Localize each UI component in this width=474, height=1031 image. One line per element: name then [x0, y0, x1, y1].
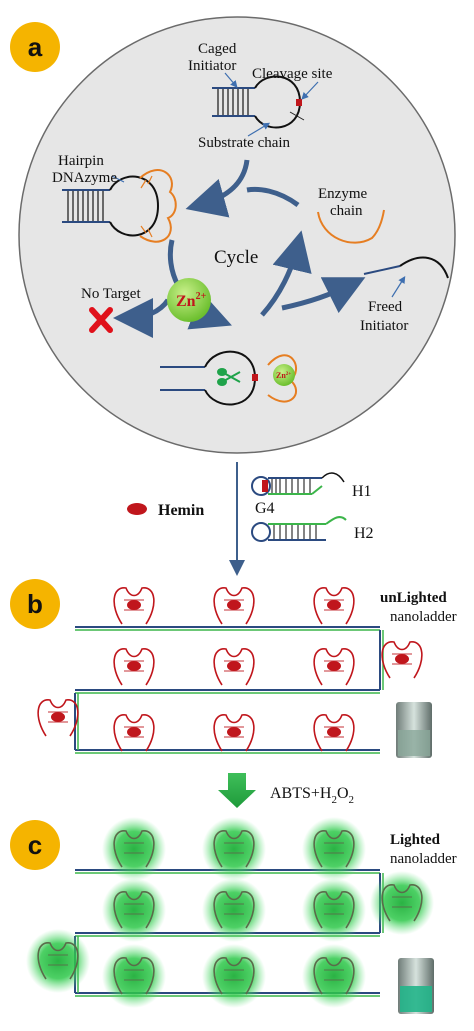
ladder-unit-row1-1: [102, 817, 166, 881]
ladder-unit-row1-3: [302, 817, 366, 881]
pointer-freed: [391, 275, 406, 298]
ladder-unit-row2-2: [202, 878, 266, 942]
panel-a: Caged Initiator Cleavage site Substrate …: [18, 16, 456, 454]
badge-a: a: [10, 22, 60, 72]
enzyme-chain: [317, 209, 385, 244]
ladder-unit-row3-1: [113, 714, 155, 752]
label-hemin: Hemin: [158, 502, 204, 519]
ladder-unit-row1-2: [202, 817, 266, 881]
ladder-unit-row3-3: [313, 714, 355, 752]
label-h2: H2: [354, 525, 374, 542]
label-dnazyme: DNAzyme: [52, 170, 117, 186]
panel-b: [37, 587, 423, 754]
panel-c: [26, 817, 434, 1008]
ladder-unit-row3-2: [202, 944, 266, 1008]
cleaving-complex: Zn2+: [160, 350, 298, 406]
cross-icon: [89, 307, 113, 333]
label-abts: ABTS+H2O2: [270, 785, 354, 806]
label-g4: G4: [255, 500, 275, 517]
ladder-unit-row3-2: [213, 714, 255, 752]
ladder-unit-row2-3: [302, 878, 366, 942]
svg-text:Zn2+: Zn2+: [276, 371, 291, 380]
label-freed-initiator: Initiator: [360, 318, 408, 334]
ladder-unit-right-end: [381, 641, 423, 679]
h2-hairpin: [251, 516, 347, 542]
label-unlighted: unLighted: [380, 590, 447, 606]
arrow-to-freed: [281, 277, 366, 314]
label-hairpin: Hairpin: [58, 153, 104, 169]
vial-unlighted: [388, 700, 440, 760]
badge-b: b: [10, 579, 60, 629]
label-cycle: Cycle: [214, 247, 258, 268]
ladder-unit-left-end: [37, 699, 79, 737]
ladder-unit-row3-1: [102, 944, 166, 1008]
label-enzyme: Enzyme: [318, 186, 367, 202]
arrow-to-enzyme: [260, 230, 312, 317]
ladder-unit-row1-2: [213, 587, 255, 625]
arrow-no-target: [113, 297, 171, 338]
cycle-circle: [18, 16, 456, 454]
ladder-unit-left-end: [26, 929, 90, 993]
label-chain: chain: [330, 203, 363, 219]
ladder-unit-row1-1: [113, 587, 155, 625]
zn-label: Zn2+: [176, 291, 207, 310]
freed-initiator-strand: [363, 256, 449, 279]
label-nanoladder-c: nanoladder: [390, 851, 457, 867]
arrow-join: [185, 159, 250, 218]
ladder-unit-row3-3: [302, 944, 366, 1008]
vial-lighted: [390, 955, 442, 1015]
label-lighted: Lighted: [390, 832, 441, 848]
hemin-icon: [127, 503, 147, 515]
pointer-cleavage: [301, 81, 319, 100]
label-caged: Caged: [198, 41, 237, 57]
h1-hairpin: [251, 472, 345, 496]
abts-arrow: ABTS+H2O2: [218, 773, 354, 808]
label-no-target: No Target: [81, 286, 141, 302]
badge-c: c: [10, 820, 60, 870]
ladder-unit-row2-1: [113, 648, 155, 686]
ladder-unit-row2-1: [102, 878, 166, 942]
ladder-unit-row1-3: [313, 587, 355, 625]
ladder-unit-right-end: [370, 871, 434, 935]
hairpin-dnazyme: [62, 169, 177, 243]
label-freed: Freed: [368, 299, 403, 315]
zn-ion: [167, 278, 211, 322]
label-initiator: Initiator: [188, 58, 236, 74]
ladder-unit-row2-3: [313, 648, 355, 686]
middle-section: Hemin H1 G4: [127, 462, 374, 576]
pointer-initiator: [224, 72, 238, 88]
arrow-join-right: [246, 186, 300, 208]
label-nanoladder-b: nanoladder: [390, 609, 457, 625]
label-cleavage-site: Cleavage site: [252, 66, 333, 82]
ladder-unit-row2-2: [213, 648, 255, 686]
label-substrate-chain: Substrate chain: [198, 135, 291, 151]
label-h1: H1: [352, 483, 372, 500]
pointer-substrate: [247, 122, 271, 137]
